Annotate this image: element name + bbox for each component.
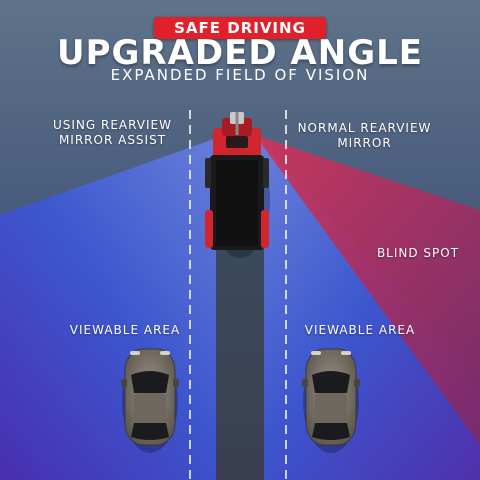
truck-icon [205, 112, 270, 258]
headline: UPGRADED ANGLE [56, 33, 423, 73]
road-lane [216, 235, 264, 480]
safe-driving-badge: SAFE DRIVING [154, 17, 326, 39]
viewable-area-right-label: VIEWABLE AREA [304, 323, 416, 337]
car-icon [301, 348, 361, 454]
subheadline: EXPANDED FIELD OF VISION [110, 66, 370, 84]
blind-spot-label: BLIND SPOT [376, 246, 460, 260]
car-icon [120, 348, 180, 454]
normal-mirror-label: NORMAL REARVIEW MIRROR [297, 121, 432, 150]
mirror-assist-label: USING REARVIEW MIRROR ASSIST [52, 118, 173, 147]
viewable-area-left-label: VIEWABLE AREA [69, 323, 181, 337]
blind-spot-zone [255, 135, 480, 445]
